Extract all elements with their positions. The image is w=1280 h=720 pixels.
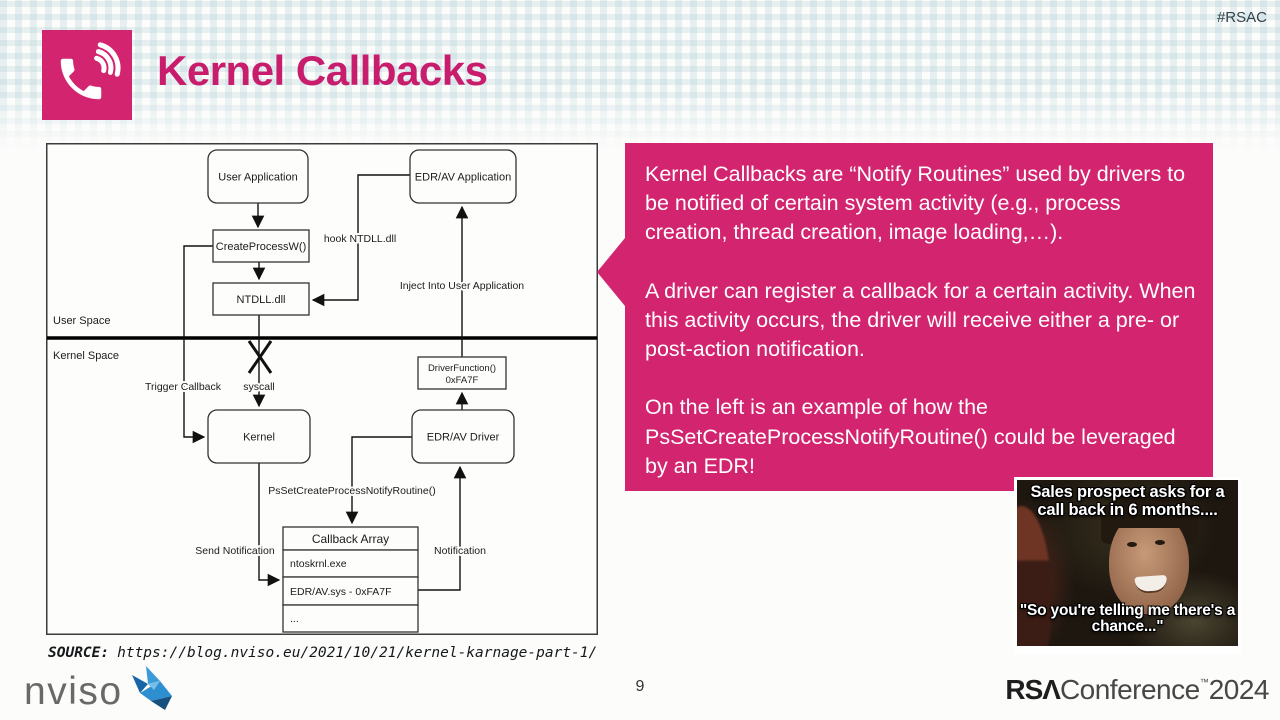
meme-top-text: Sales prospect asks for a call back in 6…	[1030, 483, 1225, 519]
meme-image: Sales prospect asks for a call back in 6…	[1014, 477, 1241, 654]
send-notification-label: Send Notification	[195, 545, 275, 557]
node-edr-av-application	[409, 149, 517, 204]
callout-paragraph-2: A driver can register a callback for a c…	[645, 278, 1196, 362]
node-edr-av-driver	[411, 409, 515, 464]
callout-paragraph-1: Kernel Callbacks are “Notify Routines” u…	[645, 162, 1186, 245]
page-number: 9	[635, 678, 645, 695]
callback-array-row-3: ...	[290, 613, 299, 625]
psset-create-process-notify-routine-label: PsSetCreateProcessNotifyRoutine()	[268, 485, 435, 497]
blocked-syscall-x-mark	[247, 340, 273, 374]
nviso-wordmark: nviso	[24, 670, 123, 713]
diagram-arrows	[183, 174, 469, 591]
source-label: SOURCE:	[48, 645, 110, 661]
node-ntdll-label: NTDLL.dll	[237, 294, 286, 306]
node-kernel	[207, 409, 311, 464]
node-driver-function-label-line2: 0xFA7F	[446, 375, 479, 386]
callout-speech-box: Kernel Callbacks are “Notify Routines” u…	[597, 143, 1213, 491]
meme-fringe	[1109, 506, 1189, 528]
nviso-logo: nviso	[24, 666, 177, 719]
node-edr-av-application-label: EDR/AV Application	[415, 172, 511, 184]
node-driver-function	[417, 356, 507, 390]
callback-array-row-2: EDR/AV.sys - 0xFA7F	[290, 586, 392, 598]
node-user-application	[207, 149, 309, 204]
rsa-conference-logo: RSΛConference™2024	[1005, 674, 1269, 706]
origami-bird-icon	[125, 666, 177, 719]
rsac-hashtag: #RSAC	[1216, 9, 1267, 26]
trigger-callback-label: Trigger Callback	[145, 381, 222, 393]
callout-paragraph-3: On the left is an example of how the PsS…	[645, 395, 1176, 478]
meme-left-eye	[1127, 542, 1137, 547]
rsa-logo-trademark: ™	[1199, 677, 1209, 687]
node-ntdll	[212, 282, 310, 316]
kernel-space-label: Kernel Space	[53, 350, 119, 362]
hook-ntdll-label: hook NTDLL.dll	[324, 233, 396, 245]
inject-into-user-application-label: Inject Into User Application	[400, 280, 524, 292]
rsa-logo-year: 2024	[1208, 674, 1270, 705]
meme-right-eye	[1155, 540, 1165, 545]
callback-array-header: Callback Array	[312, 532, 389, 546]
node-driver-function-label-line1: DriverFunction()	[428, 363, 496, 374]
meme-photo: Sales prospect asks for a call back in 6…	[1017, 480, 1238, 646]
node-kernel-label: Kernel	[243, 432, 275, 444]
notification-label: Notification	[434, 545, 486, 557]
syscall-label: syscall	[243, 381, 275, 393]
rsa-logo-rsa: RSΛ	[1005, 674, 1061, 705]
meme-bottom-text: "So you're telling me there's a chance..…	[1019, 601, 1236, 636]
source-url: https://blog.nviso.eu/2021/10/21/kernel-…	[117, 645, 598, 661]
node-create-process	[212, 229, 310, 263]
node-edr-av-driver-label: EDR/AV Driver	[427, 432, 500, 444]
rsa-logo-conference: Conference	[1059, 674, 1200, 705]
page-title: Kernel Callbacks	[157, 47, 488, 94]
node-create-process-label: CreateProcessW()	[216, 241, 306, 253]
callback-array-table	[282, 526, 419, 633]
kernel-callbacks-diagram: User Application EDR/AV Application Crea…	[46, 143, 598, 635]
background-dot-pattern	[0, 0, 1280, 150]
source-line: SOURCE: https://blog.nviso.eu/2021/10/21/…	[48, 645, 597, 661]
callback-array-row-1: ntoskrnl.exe	[290, 558, 347, 570]
user-space-label: User Space	[53, 315, 110, 327]
node-user-application-label: User Application	[218, 172, 298, 184]
ringing-phone-icon	[42, 30, 132, 120]
